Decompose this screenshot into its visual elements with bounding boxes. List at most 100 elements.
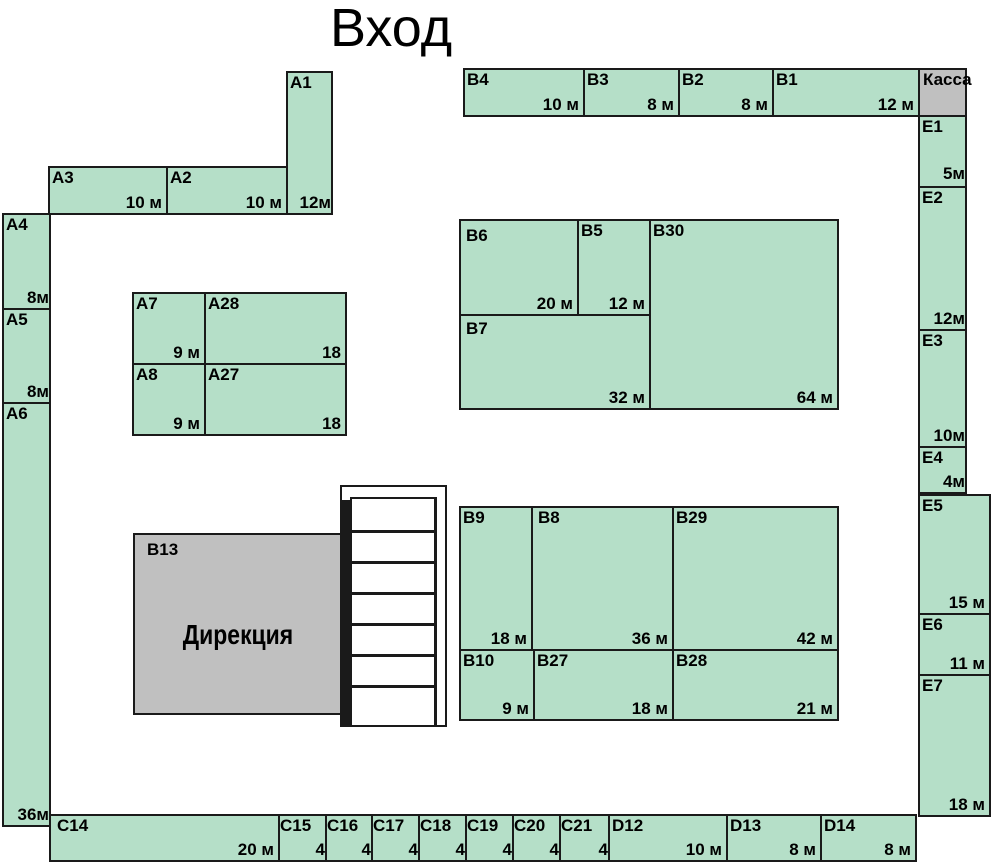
cashier-kassa[interactable]: Касса xyxy=(918,68,972,117)
stall-label: B1 xyxy=(776,70,798,89)
stall-size: 10 м xyxy=(125,193,162,212)
stall-label: A7 xyxy=(136,294,158,313)
stall-size: 18 м xyxy=(490,629,527,648)
stall-d12[interactable]: D12 10 м xyxy=(608,814,728,862)
stall-size: 12 м xyxy=(608,294,645,313)
stall-size: 10 м xyxy=(685,840,722,859)
stall-label: B9 xyxy=(463,508,485,527)
stall-label: B8 xyxy=(538,508,560,527)
kassa-label: Касса xyxy=(923,70,972,89)
stall-label: B13 xyxy=(147,540,179,559)
stall-label: B28 xyxy=(676,651,708,670)
stall-b9[interactable]: B9 18 м xyxy=(459,506,533,651)
stall-size: 20 м xyxy=(237,840,274,859)
stall-label: B27 xyxy=(537,651,569,670)
stall-size: 64 м xyxy=(796,388,833,407)
stall-b28[interactable]: B28 21 м xyxy=(672,649,839,721)
stall-size: 15 м xyxy=(948,593,985,612)
stall-a7[interactable]: A7 9 м xyxy=(132,292,206,365)
stall-label: A27 xyxy=(208,365,240,384)
stall-label: E6 xyxy=(922,615,943,634)
stall-label: C16 xyxy=(327,816,359,835)
stall-label: A28 xyxy=(208,294,240,313)
stall-label: D14 xyxy=(824,816,856,835)
stall-size: 9 м xyxy=(502,699,529,718)
direction-label: Дирекция xyxy=(182,619,294,650)
stall-label: C21 xyxy=(561,816,593,835)
stall-size: 9 м xyxy=(173,343,200,362)
stall-label: C18 xyxy=(420,816,452,835)
stall-b1[interactable]: B1 12 м xyxy=(772,68,920,117)
stall-size: 20 м xyxy=(536,294,573,313)
stall-size: 10м xyxy=(933,426,966,445)
stall-b30[interactable]: B30 64 м xyxy=(649,219,839,410)
stall-label: C17 xyxy=(373,816,405,835)
stall-label: B30 xyxy=(653,221,685,240)
stall-size: 12 м xyxy=(877,95,914,114)
stall-size: 4 xyxy=(315,840,325,859)
stair-step xyxy=(350,654,437,657)
stall-size: 4 xyxy=(361,840,371,859)
stall-label: D12 xyxy=(612,816,644,835)
stall-size: 10 м xyxy=(542,95,579,114)
stall-b6[interactable]: B6 20 м xyxy=(459,219,579,316)
stall-c14[interactable]: C14 20 м xyxy=(49,814,280,862)
stair-step xyxy=(350,623,437,626)
stall-label: A5 xyxy=(6,310,28,329)
stall-a4[interactable]: A4 8м xyxy=(2,213,51,310)
stall-size: 4 xyxy=(502,840,512,859)
stall-label: C14 xyxy=(57,816,89,835)
stall-b8[interactable]: B8 36 м xyxy=(531,506,674,651)
stall-label: B6 xyxy=(466,226,488,245)
stall-size: 18 xyxy=(322,414,341,433)
stall-size: 10 м xyxy=(245,193,282,212)
stall-label: B2 xyxy=(682,70,704,89)
stall-label: B7 xyxy=(466,319,488,338)
stall-label: A8 xyxy=(136,365,158,384)
stair-step xyxy=(350,592,437,595)
stall-label: A4 xyxy=(6,215,28,234)
stall-size: 4м xyxy=(942,472,965,491)
stall-size: 4 xyxy=(598,840,608,859)
stall-size: 36 м xyxy=(631,629,668,648)
stall-label: A6 xyxy=(6,404,28,423)
stall-label: E1 xyxy=(922,117,943,136)
stall-a27[interactable]: A27 18 xyxy=(204,363,347,436)
stall-c21[interactable]: C21 4 xyxy=(559,814,610,862)
stall-size: 21 м xyxy=(796,699,833,718)
stall-size: 8м xyxy=(26,288,49,307)
stall-label: E7 xyxy=(922,676,943,695)
